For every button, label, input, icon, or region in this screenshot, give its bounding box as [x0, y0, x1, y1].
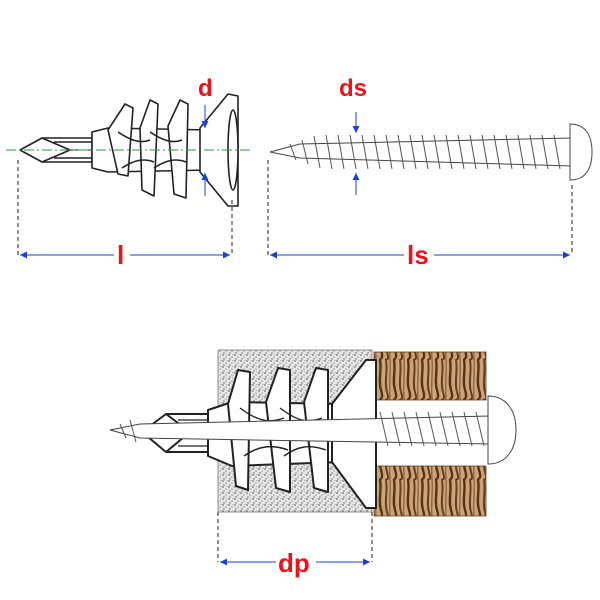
label-ds: ds	[339, 75, 367, 102]
label-d: d	[198, 75, 213, 102]
wood-bottom	[373, 465, 487, 517]
screw-top	[269, 123, 593, 181]
dp-dimension	[217, 512, 373, 576]
label-ls: ls	[407, 240, 429, 270]
label-dp: dp	[278, 548, 310, 578]
screw-installed	[109, 395, 517, 465]
l-dimension	[17, 160, 233, 268]
ls-dimension	[267, 160, 573, 268]
label-l: l	[117, 240, 124, 270]
wood-top	[373, 351, 487, 401]
